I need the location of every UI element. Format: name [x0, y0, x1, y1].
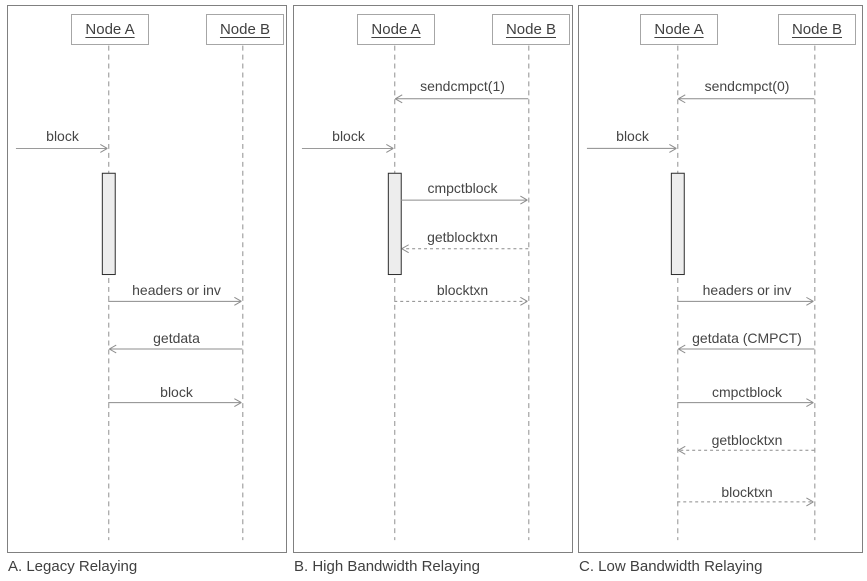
sequence-wires — [15, 45, 244, 541]
message-arrow-getblocktxn — [401, 244, 529, 254]
node-box-b: Node B — [206, 14, 284, 45]
message-label: getdata (CMPCT) — [692, 330, 802, 346]
message-label: block — [616, 128, 649, 144]
sequence-wires — [586, 45, 816, 541]
message-arrow-cmpctblock — [677, 398, 814, 408]
message-label: sendcmpct(1) — [420, 78, 505, 94]
message-label: block — [46, 128, 79, 144]
panel-low-bandwidth-relaying: sendcmpct(0) block headers or inv getdata (… — [578, 5, 863, 575]
panel-frame: block headers or inv getdata block Node A Nod… — [7, 5, 287, 553]
message-arrow-blocktxn — [677, 497, 814, 507]
message-arrow-getdata-cmpct- — [678, 344, 815, 354]
message-arrow-cmpctblock — [400, 195, 528, 205]
message-label: headers or inv — [132, 282, 221, 298]
message-label: headers or inv — [702, 282, 792, 298]
node-box-a: Node A — [640, 14, 718, 45]
sequence-wires — [301, 45, 530, 541]
message-label: getblocktxn — [427, 229, 498, 245]
node-box-b: Node B — [492, 14, 570, 45]
panel-caption: C. Low Bandwidth Relaying — [579, 558, 763, 575]
message-arrow-block — [15, 144, 108, 153]
message-arrow-getdata — [109, 344, 243, 354]
node-box-a: Node A — [71, 14, 149, 45]
activation-bar-node-a — [670, 172, 685, 276]
message-arrow-headers-or-inv — [677, 296, 814, 306]
panel-frame: sendcmpct(0) block headers or inv getdata (… — [578, 5, 863, 553]
message-label: getdata — [153, 330, 200, 346]
message-arrow-block — [586, 144, 677, 153]
activation-bar-node-a — [387, 172, 402, 276]
message-label: block — [332, 128, 365, 144]
activation-bar-node-a — [101, 172, 116, 276]
message-arrow-block — [108, 398, 242, 408]
message-arrow-sendcmpct-0- — [678, 94, 815, 104]
node-box-b: Node B — [778, 14, 856, 45]
panel-legacy-relaying: block headers or inv getdata block Node A Nod… — [7, 5, 287, 575]
message-arrow-blocktxn — [394, 296, 528, 306]
panel-high-bandwidth-relaying: sendcmpct(1) block cmpctblock getblocktxn bl… — [293, 5, 573, 575]
message-label: sendcmpct(0) — [704, 78, 790, 94]
message-label: block — [160, 384, 193, 400]
panel-frame: sendcmpct(1) block cmpctblock getblocktxn bl… — [293, 5, 573, 553]
panel-caption: B. High Bandwidth Relaying — [294, 558, 480, 575]
message-arrow-block — [301, 144, 394, 153]
message-label: blocktxn — [436, 282, 489, 298]
message-arrow-sendcmpct-1- — [395, 94, 529, 104]
message-label: cmpctblock — [427, 180, 498, 196]
message-label: blocktxn — [721, 484, 773, 500]
panel-caption: A. Legacy Relaying — [8, 558, 138, 575]
message-arrow-getblocktxn — [678, 445, 815, 455]
message-label: cmpctblock — [711, 384, 783, 400]
message-arrow-headers-or-inv — [108, 296, 242, 306]
node-box-a: Node A — [357, 14, 435, 45]
message-label: getblocktxn — [711, 432, 783, 448]
